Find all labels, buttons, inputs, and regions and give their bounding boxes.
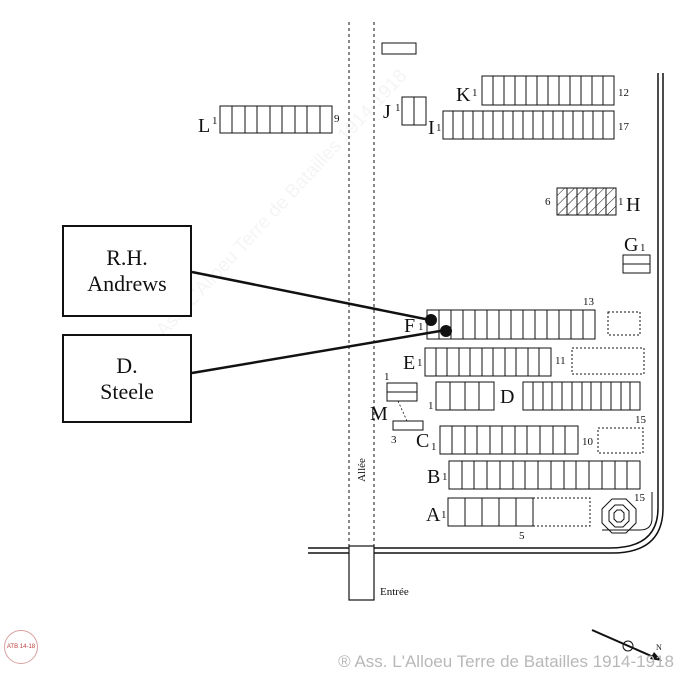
plot-A-end: 5 — [519, 530, 525, 542]
plot-M-name: M — [370, 403, 388, 425]
entrance — [348, 545, 375, 601]
plot-J-start: 1 — [395, 102, 401, 114]
plot-L-start: 1 — [212, 115, 218, 127]
plot-E-end: 11 — [555, 355, 566, 367]
plot-D-name: D — [500, 386, 514, 408]
callout-steele: D. Steele — [62, 334, 192, 423]
plot-D-end: 15 — [635, 414, 647, 426]
association-logo: ATB 14-18 — [4, 630, 38, 664]
plot-B — [448, 460, 641, 490]
callout-steele-line2: Steele — [100, 378, 154, 404]
plot-F-name: F — [404, 315, 415, 337]
plot-H-start: 1 — [618, 196, 624, 208]
plot-M-end: 3 — [391, 434, 397, 446]
callout-andrews: R.H. Andrews — [62, 225, 192, 317]
plot-J-name: J — [383, 101, 391, 123]
allee-label: Allée — [356, 458, 368, 482]
plot-D-start: 1 — [428, 400, 434, 412]
plot-K-end: 12 — [618, 87, 629, 99]
logo-text: ATB 14-18 — [6, 644, 36, 650]
plot-M-start: 1 — [384, 371, 390, 383]
plot-E-start: 1 — [417, 357, 423, 369]
plot-B-name: B — [427, 466, 440, 488]
plot-K-start: 1 — [472, 87, 478, 99]
plot-M — [386, 382, 424, 431]
plot-A-start: 1 — [441, 509, 447, 521]
plot-I-name: I — [428, 117, 435, 139]
north-label: N — [656, 643, 662, 652]
plot-H-end: 6 — [545, 196, 551, 208]
entree-label: Entrée — [380, 586, 409, 598]
grave-marker-steele — [440, 325, 452, 337]
plot-C-start: 1 — [431, 441, 437, 453]
plot-C-name: C — [416, 430, 429, 452]
plot-F — [426, 309, 641, 340]
plot-H-name: H — [626, 194, 640, 216]
plot-A — [447, 497, 591, 527]
plot-J — [401, 96, 427, 126]
plot-B-end: 15 — [634, 492, 646, 504]
plot-E — [424, 347, 645, 377]
plot-I — [442, 110, 615, 140]
plot-D-right — [522, 381, 641, 411]
boundary-wall — [308, 73, 664, 554]
callout-steele-line1: D. — [116, 352, 138, 378]
plot-C-end: 10 — [582, 436, 594, 448]
copyright-footer: ® Ass. L'Alloeu Terre de Batailles 1914-… — [338, 652, 674, 671]
plot-I-end: 17 — [618, 121, 630, 133]
plot-L — [219, 105, 333, 134]
plot-C — [439, 425, 644, 455]
plot-L-end: 9 — [334, 113, 340, 125]
plot-G — [622, 254, 651, 274]
pointer-andrews — [191, 270, 431, 322]
plot-K — [481, 75, 615, 106]
plot-F-end: 13 — [583, 296, 595, 308]
plot-I-start: 1 — [436, 122, 442, 134]
plot-L-name: L — [198, 115, 210, 137]
plot-G-start: 1 — [640, 242, 646, 254]
memorial-cross — [601, 498, 637, 534]
callout-andrews-line1: R.H. — [106, 245, 148, 270]
plot-E-name: E — [403, 352, 415, 374]
plot-B-start: 1 — [442, 471, 448, 483]
plot-K-name: K — [456, 84, 471, 106]
grave-marker-andrews — [425, 314, 437, 326]
callout-andrews-line2: Andrews — [87, 271, 167, 296]
plot-G-name: G — [624, 234, 638, 256]
plot-H — [556, 187, 617, 216]
north-arrow — [591, 629, 662, 661]
plot-D-left — [435, 381, 495, 411]
marker-rect — [381, 42, 417, 55]
plot-A-name: A — [426, 504, 441, 526]
plot-F-start: 1 — [418, 321, 424, 333]
pointer-steele — [191, 328, 447, 375]
